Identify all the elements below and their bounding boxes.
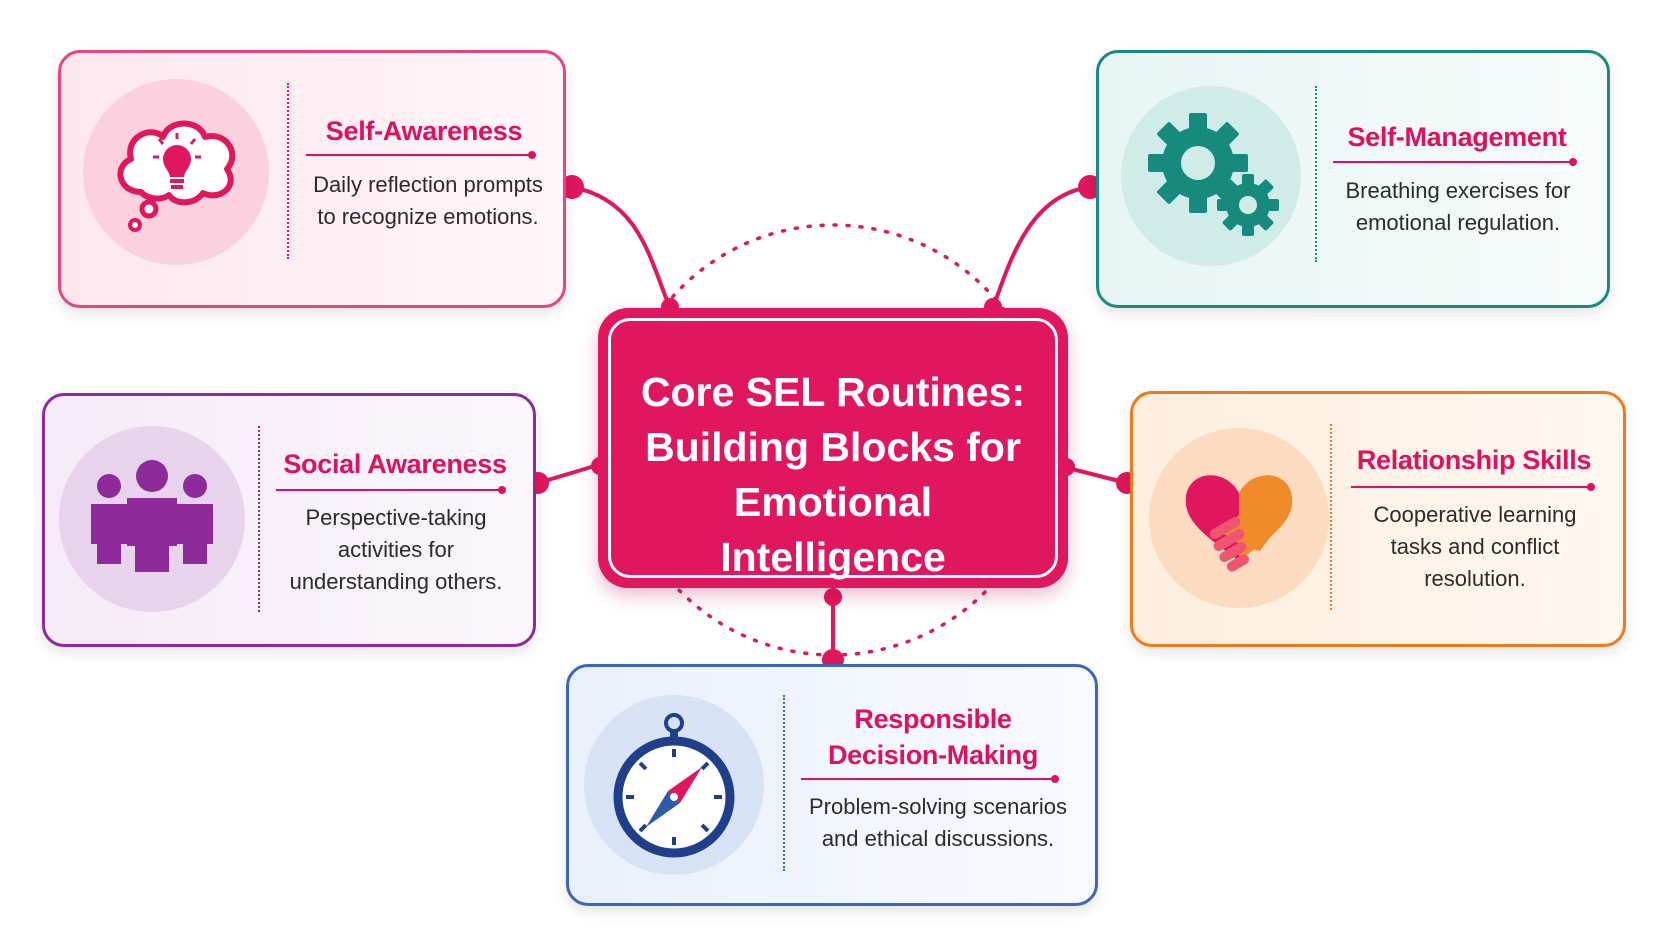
- title-rule: [306, 151, 536, 159]
- title-rule: [1351, 483, 1595, 491]
- icon-badge: [1149, 428, 1329, 608]
- card-description: Breathing exercises for emotional regula…: [1345, 178, 1571, 235]
- card-social-awareness: Social Awareness Perspective-taking acti…: [42, 393, 536, 647]
- connector-dot: [824, 588, 842, 606]
- group-people-icon: [91, 460, 213, 572]
- divider: [287, 83, 289, 259]
- divider: [783, 695, 785, 871]
- divider: [258, 426, 260, 612]
- card-self-awareness: Self-Awareness Daily reflection prompts …: [58, 50, 566, 308]
- divider: [1315, 86, 1317, 262]
- title-rule: [1333, 158, 1577, 166]
- card-relationship-skills: Relationship Skills Cooperative learning…: [1130, 391, 1626, 647]
- card-title: Responsible Decision-Making: [827, 704, 1039, 770]
- card-description: Daily reflection prompts to recognize em…: [313, 172, 543, 229]
- card-description: Cooperative learning tasks and conflict …: [1373, 502, 1577, 591]
- diagram-title: Core SEL Routines: Building Blocks for E…: [640, 369, 1026, 580]
- card-self-management: Self-Management Breathing exercises for …: [1096, 50, 1610, 308]
- divider: [1330, 424, 1332, 610]
- title-rule: [276, 486, 506, 494]
- compass-icon: [613, 713, 735, 858]
- icon-badge: [1121, 86, 1301, 266]
- center-title-box: Core SEL Routines: Building Blocks for E…: [598, 308, 1068, 588]
- card-title: Self-Awareness: [325, 116, 523, 146]
- card-description: Problem-solving scenarios and ethical di…: [809, 794, 1067, 851]
- heart-handshake-icon: [1185, 475, 1293, 572]
- lightbulb-thought-cloud-icon: [117, 120, 236, 232]
- card-description: Perspective-taking activities for unders…: [289, 505, 503, 594]
- connector-self-management: [991, 185, 1091, 309]
- connector-dot: [560, 175, 584, 199]
- card-responsible-decision-making: Responsible Decision-Making Problem-solv…: [566, 664, 1098, 906]
- icon-badge: [59, 426, 245, 612]
- card-title: Social Awareness: [283, 449, 507, 479]
- icon-badge: [83, 79, 269, 265]
- title-rule: [801, 775, 1059, 783]
- gears-icon: [1148, 113, 1279, 236]
- icon-badge: [584, 695, 764, 875]
- card-title: Self-Management: [1347, 122, 1567, 152]
- connector-self-awareness: [571, 185, 672, 309]
- card-title: Relationship Skills: [1356, 445, 1592, 475]
